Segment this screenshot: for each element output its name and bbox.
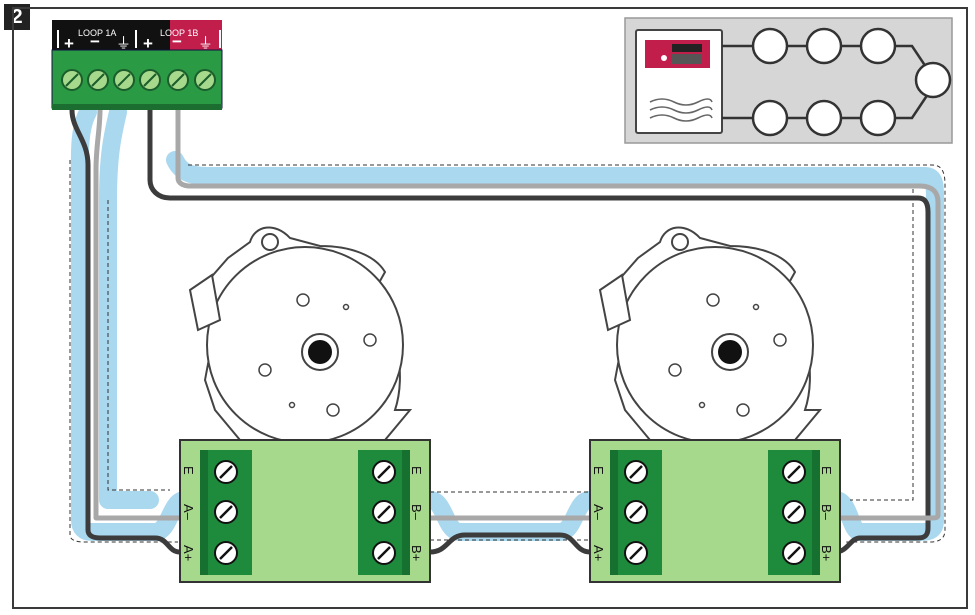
detector-terminal-board-right: E A– A+ E B– B+: [589, 439, 841, 583]
outer-frame: [12, 7, 968, 609]
control-panel-thumbnail: [635, 29, 723, 134]
loop-device-node: [751, 99, 789, 137]
terminal-minus-a: −: [90, 32, 100, 51]
loop-device-node: [805, 27, 843, 65]
terminal-e-in: E: [181, 466, 196, 475]
terminal-e-in: E: [591, 466, 606, 475]
loop-device-node: [751, 27, 789, 65]
terminal-e-out: E: [819, 466, 834, 475]
terminal-plus-b: +: [143, 34, 153, 53]
loop-1b-label: LOOP 1B: [160, 28, 198, 38]
loop-device-node: [859, 99, 897, 137]
terminal-a-minus: A–: [181, 504, 196, 521]
detector-base-left: [188, 226, 413, 444]
terminal-a-plus: A+: [591, 545, 606, 561]
terminal-e-out: E: [409, 466, 424, 475]
loop-cables: [69, 107, 941, 555]
loop-device-node: [805, 99, 843, 137]
terminal-earth-b: ⏚: [198, 35, 213, 52]
terminal-a-minus: A–: [591, 504, 606, 521]
panel-terminal-block: LOOP 1A LOOP 1B + − ⏚ + − ⏚: [51, 20, 223, 110]
terminal-earth-a: ⏚: [116, 35, 131, 52]
terminal-b-plus: B+: [409, 545, 424, 561]
terminal-b-minus: B–: [819, 504, 834, 521]
loop-topology-inset: [624, 17, 953, 144]
shield-outline: [69, 160, 946, 543]
terminal-minus-b: −: [172, 32, 182, 51]
detector-base-right: [598, 226, 823, 444]
loop-device-node: [914, 61, 952, 99]
loop-device-node: [859, 27, 897, 65]
terminal-plus-a: +: [64, 34, 74, 53]
terminal-a-plus: A+: [181, 545, 196, 561]
terminal-b-plus: B+: [819, 545, 834, 561]
terminal-b-minus: B–: [409, 504, 424, 521]
detector-terminal-board-left: E A– A+ E B– B+: [179, 439, 431, 583]
loop-1a-label: LOOP 1A: [78, 28, 116, 38]
